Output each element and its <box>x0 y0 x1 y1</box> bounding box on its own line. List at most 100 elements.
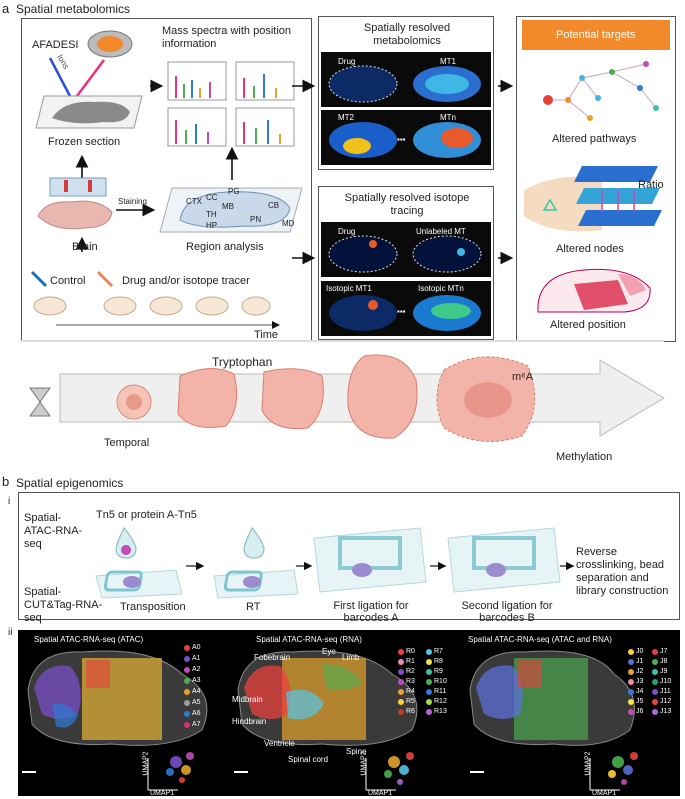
rt-label: RT <box>246 601 261 613</box>
ion-beams <box>48 57 105 101</box>
umap1-label-j: UMAP1 <box>592 790 617 797</box>
legend-swatch <box>628 668 634 675</box>
legend-swatch <box>184 655 190 662</box>
sri-image-top <box>321 222 491 277</box>
cell-stage-4 <box>344 350 422 442</box>
legend-label: A2 <box>192 666 201 673</box>
legend-swatch <box>628 698 634 705</box>
altered-position-image <box>534 264 654 316</box>
legend-label: J5 <box>636 698 644 705</box>
anatomy-spine: Spine <box>346 747 367 756</box>
hourglass-icon <box>28 386 52 418</box>
legend-swatch <box>426 668 432 675</box>
second-ligation-chip <box>444 526 564 598</box>
mouse-icons <box>30 290 271 318</box>
legend-item: J7 <box>652 648 667 655</box>
legend-swatch <box>628 688 634 695</box>
srm-ellipsis: ▪▪▪ <box>397 135 406 144</box>
legend-swatch <box>184 699 190 706</box>
legend-item: J11 <box>652 688 671 695</box>
syringe-icon-2 <box>96 270 116 290</box>
legend-label: J9 <box>660 668 668 675</box>
workflow-arrows <box>56 79 280 329</box>
sub-ii-label: ii <box>8 627 13 638</box>
legend-swatch <box>184 677 190 684</box>
legend-item: J13 <box>652 708 671 715</box>
altered-nodes-image <box>522 160 672 236</box>
legend-swatch <box>398 708 404 715</box>
atac-tissue-image <box>22 644 222 754</box>
altered-position-label: Altered position <box>550 319 626 331</box>
legend-label: J3 <box>636 678 644 685</box>
legend-item: J12 <box>652 698 671 705</box>
legend-label: A1 <box>192 655 201 662</box>
legend-swatch <box>398 698 404 705</box>
region-analysis-map <box>158 184 304 236</box>
umap2-label-a: UMAP2 <box>142 751 150 776</box>
anatomy-spinal-cord: Spinal cord <box>288 755 329 764</box>
transposition-label: Transposition <box>120 601 186 613</box>
panel-a-title: Spatial metabolomics <box>16 2 131 16</box>
sri-isotopic-mtn-label: Isotopic MTn <box>418 284 464 293</box>
region-th: TH <box>206 210 217 219</box>
legend-label: R0 <box>406 648 415 655</box>
m6a-label: m⁶A <box>512 371 534 383</box>
mass-spectra-label: Mass spectra with position information <box>162 25 291 50</box>
legend-swatch <box>426 688 432 695</box>
legend-item: J5 <box>628 698 643 705</box>
region-cb: CB <box>268 201 280 210</box>
control-label: Control <box>50 275 86 287</box>
region-hp: HP <box>206 221 218 230</box>
time-label: Time <box>254 329 279 341</box>
legend-label: J4 <box>636 688 644 695</box>
cell-stage-2 <box>172 362 242 432</box>
legend-item: A1 <box>184 655 201 662</box>
region-md: MD <box>282 219 295 228</box>
anatomy-limb: Limb <box>342 653 360 662</box>
legend-swatch <box>652 678 658 685</box>
cell-stage-5 <box>432 350 542 446</box>
anatomy-midbrain: Midbrain <box>232 695 263 704</box>
legend-item: A7 <box>184 721 201 728</box>
rna-title: Spatial ATAC-RNA-seq (RNA) <box>256 635 362 644</box>
srm-mtn-label: MTn <box>440 113 456 122</box>
spatial-atac-label: Spatial-ATAC-RNA-seq <box>24 512 83 550</box>
brain-label: Brain <box>72 241 98 253</box>
targets-title: Potential targets <box>556 29 636 41</box>
legend-swatch <box>652 658 658 665</box>
legend-item: R9 <box>426 668 443 675</box>
legend-item: A4 <box>184 688 201 695</box>
region-cc: CC <box>206 193 218 202</box>
legend-swatch <box>398 648 404 655</box>
panel-b-title: Spatial epigenomics <box>16 476 124 490</box>
reverse-crosslinking-label: Reverse crosslinking, bead separation an… <box>576 546 669 597</box>
legend-swatch <box>426 658 432 665</box>
legend-swatch <box>184 666 190 673</box>
srm-mt1-label: MT1 <box>440 57 456 66</box>
staining-label: Staining <box>118 197 147 206</box>
region-pg: PG <box>228 187 240 196</box>
region-ctx: CTX <box>186 197 202 206</box>
legend-label: R3 <box>406 678 415 685</box>
frozen-section-image <box>34 92 144 132</box>
legend-label: J13 <box>660 708 672 715</box>
legend-item: A6 <box>184 710 201 717</box>
legend-item: J1 <box>628 658 643 665</box>
srm-drug-label: Drug <box>338 57 356 66</box>
panel-a-label: a <box>2 1 10 16</box>
legend-label: R6 <box>406 708 415 715</box>
legend-label: A0 <box>192 644 201 651</box>
sri-drug-label: Drug <box>338 227 356 236</box>
spatial-cut-label: Spatial-CUT&Tag-RNA-seq <box>24 586 103 624</box>
umap1-label-r: UMAP1 <box>368 790 393 797</box>
legend-item: A0 <box>184 644 201 651</box>
legend-label: A4 <box>192 688 201 695</box>
anatomy-hindbrain: Hindbrain <box>232 717 267 726</box>
legend-item: A2 <box>184 666 201 673</box>
legend-label: J0 <box>636 648 644 655</box>
second-ligation-label: Second ligation for barcodes B <box>461 600 553 624</box>
atac-title: Spatial ATAC-RNA-seq (ATAC) <box>34 635 144 644</box>
legend-label: R5 <box>406 698 415 705</box>
legend-swatch <box>652 648 658 655</box>
